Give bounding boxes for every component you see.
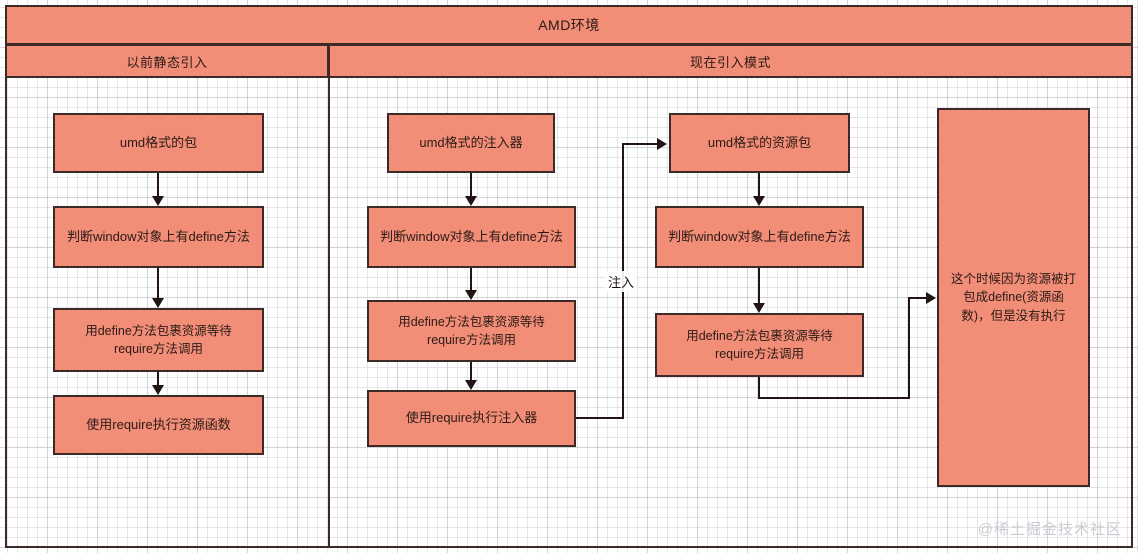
node-umd-injector: umd格式的注入器: [387, 113, 555, 173]
connector-m2-m3-line: [470, 268, 472, 290]
left-column-title: 以前静态引入: [126, 54, 208, 70]
watermark-text: @稀土掘金技术社区: [977, 521, 1122, 538]
connector-r1-r2-line: [758, 173, 760, 196]
connector-m2-m3-arrowhead: [465, 290, 477, 300]
inject-edge-label: 注入: [605, 271, 638, 292]
connector-l2-l3-line: [157, 268, 159, 298]
connector-l1-l2-line: [157, 173, 159, 196]
node-check-define-left: 判断window对象上有define方法: [53, 206, 264, 268]
connector-l3-l4-arrowhead: [152, 385, 164, 395]
connector-r1-r2-arrowhead: [753, 196, 765, 206]
node-wrap-define-right: 用define方法包裹资源等待 require方法调用: [655, 313, 864, 377]
node-umd-resource-package: umd格式的资源包: [669, 113, 850, 173]
node-wrap-define-middle: 用define方法包裹资源等待 require方法调用: [367, 300, 576, 362]
connector-r2-r3-line: [758, 268, 760, 303]
node-require-exec-left: 使用require执行资源函数: [53, 395, 264, 455]
connector-m3-m4-arrowhead: [465, 380, 477, 390]
inject-edge-seg-h-top: [622, 143, 658, 145]
right-column-title: 现在引入模式: [689, 54, 771, 70]
note-edge-arrowhead: [926, 292, 936, 304]
connector-l1-l2-arrowhead: [152, 196, 164, 206]
node-require-exec-injector: 使用require执行注入器: [367, 390, 576, 447]
node-check-define-middle: 判断window对象上有define方法: [367, 206, 576, 268]
diagram-title: AMD环境: [538, 17, 600, 33]
diagram-title-band: AMD环境: [5, 5, 1133, 45]
node-explanation-note: 这个时候因为资源被打 包成define(资源函 数)，但是没有执行: [937, 108, 1090, 487]
left-column-header: 以前静态引入: [5, 44, 329, 78]
connector-m3-m4-line: [470, 362, 472, 380]
connector-m1-m2-arrowhead: [465, 196, 477, 206]
node-wrap-define-left: 用define方法包裹资源等待 require方法调用: [53, 308, 264, 372]
node-check-define-right: 判断window对象上有define方法: [655, 206, 864, 268]
node-umd-package: umd格式的包: [53, 113, 264, 173]
column-divider: [328, 77, 330, 548]
inject-edge-seg-h-bottom: [576, 417, 624, 419]
note-edge-seg-h-top: [908, 297, 928, 299]
connector-r2-r3-arrowhead: [753, 303, 765, 313]
right-column-header: 现在引入模式: [328, 44, 1133, 78]
note-edge-seg-h-mid: [758, 397, 910, 399]
connector-m1-m2-line: [470, 173, 472, 196]
connector-l3-l4-line: [157, 372, 159, 385]
connector-l2-l3-arrowhead: [152, 298, 164, 308]
note-edge-seg-v-down: [758, 377, 760, 399]
inject-edge-arrowhead: [657, 138, 667, 150]
note-edge-seg-v-up: [908, 297, 910, 399]
